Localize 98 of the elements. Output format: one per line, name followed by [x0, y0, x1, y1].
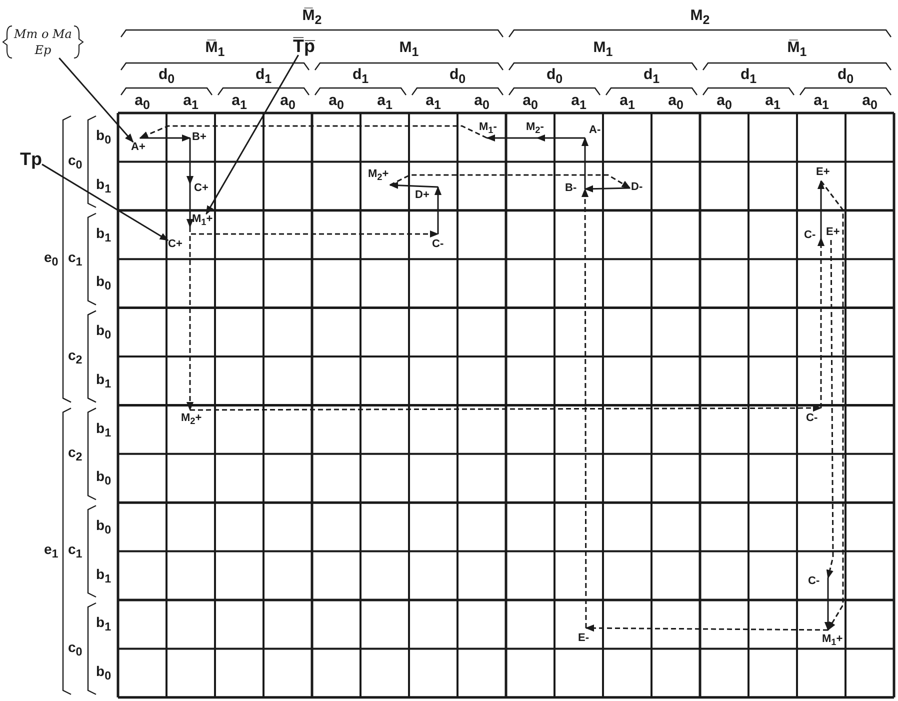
row-header: e$_{1}$: [44, 542, 58, 561]
transition-arrow: [189, 227, 439, 238]
row-header: e$_{0}$: [44, 250, 58, 268]
condition-text: Mm o Ma Ep: [14, 26, 72, 58]
row-header: b$_{1}$: [96, 176, 112, 196]
transition-arrow: [581, 137, 589, 189]
transition-arrow: [186, 138, 194, 185]
state-label: M$_{1}$+: [822, 634, 843, 648]
column-header: a$_{1}$: [426, 93, 441, 112]
transition-arrow: [581, 188, 589, 628]
transition-arrow: [389, 182, 438, 189]
state-label: D-: [631, 182, 643, 193]
transition-arrow: [190, 404, 822, 412]
state-label: B-: [565, 183, 577, 194]
timer-label: Tp: [20, 150, 42, 168]
column-header: a$_{0}$: [716, 93, 732, 112]
column-header: d$_{0}$: [158, 67, 175, 86]
transition-arrow: [824, 578, 832, 631]
column-header: a$_{0}$: [328, 93, 344, 112]
transition-arrow: [434, 186, 442, 234]
state-label: C-: [806, 413, 818, 424]
state-label: C+: [194, 183, 208, 194]
row-header: b$_{0}$: [96, 518, 112, 536]
transition-arrow: [139, 125, 488, 139]
transition-arrow: [817, 180, 825, 238]
state-label: A+: [131, 142, 146, 153]
transition-arrow: [186, 184, 194, 228]
state-label: M$_{2}$-: [526, 122, 544, 136]
transition-arrow: [486, 134, 537, 142]
column-header: a$_{1}$: [232, 93, 247, 112]
row-header: b$_{0}$: [96, 469, 112, 488]
column-header: d$_{1}$: [740, 67, 757, 86]
row-header: b$_{1}$: [96, 420, 112, 439]
state-label: M$_{1}$-: [479, 122, 497, 136]
column-header: M̅$_{1}$: [205, 40, 225, 58]
column-header: d$_{1}$: [352, 67, 369, 86]
transition-arrow: [826, 240, 834, 579]
column-header: a$_{0}$: [522, 93, 538, 112]
state-label: M$_{2}$+: [181, 413, 202, 426]
leader-arrow: [58, 58, 134, 143]
row-header: b$_{1}$: [96, 566, 112, 585]
state-label: C+: [168, 239, 182, 250]
transition-arrow: [390, 174, 631, 189]
transition-arrow: [817, 237, 825, 408]
transition-arrow: [536, 134, 585, 142]
transition-arrow: [140, 134, 191, 142]
column-header: M̅$_{2}$: [302, 8, 322, 26]
row-header: b$_{1}$: [96, 226, 112, 244]
row-header: c$_{0}$: [68, 152, 82, 171]
column-header: a$_{1}$: [814, 93, 829, 112]
transition-arrow: [186, 236, 194, 411]
state-label: E+: [816, 167, 830, 178]
column-header: d$_{1}$: [255, 67, 272, 86]
state-label: E-: [578, 633, 589, 644]
state-label: E+: [826, 227, 840, 238]
row-header: c$_{2}$: [68, 347, 82, 366]
state-label: M$_{1}$+: [192, 214, 213, 228]
column-header: M$_{2}$: [690, 8, 710, 26]
column-header: d$_{0}$: [837, 67, 854, 86]
row-header: b$_{0}$: [96, 274, 112, 293]
column-header: M$_{1}$: [399, 40, 419, 58]
row-header: c$_{2}$: [68, 444, 82, 464]
state-label: M$_{2}$+: [368, 169, 389, 182]
row-header: b$_{0}$: [96, 128, 112, 147]
state-label: C-: [804, 230, 816, 241]
column-header: d$_{0}$: [449, 67, 466, 86]
row-header: b$_{1}$: [96, 615, 112, 634]
column-header: a$_{1}$: [765, 93, 780, 112]
column-header: a$_{1}$: [620, 93, 635, 112]
column-header: a$_{1}$: [571, 93, 586, 112]
column-header: M̅$_{1}$: [787, 40, 807, 58]
leader-arrow: [42, 164, 169, 241]
row-header: b$_{0}$: [96, 322, 112, 342]
transition-arrow: [820, 180, 844, 631]
column-header: a$_{0}$: [134, 93, 150, 112]
state-label: A-: [589, 125, 601, 136]
column-header: a$_{0}$: [280, 93, 296, 112]
state-label: C-: [808, 576, 820, 587]
timer-label: T̅p̅: [293, 37, 315, 55]
column-header: a$_{0}$: [862, 93, 878, 112]
row-header: c$_{0}$: [68, 639, 82, 658]
row-header: b$_{0}$: [96, 664, 112, 682]
state-label: D+: [415, 190, 430, 201]
state-label: C-: [432, 239, 444, 250]
state-label: B+: [192, 132, 206, 143]
leader-arrow: [206, 54, 299, 215]
transition-arrow: [585, 624, 828, 632]
column-header: a$_{1}$: [183, 93, 198, 112]
row-header: c$_{1}$: [68, 542, 82, 561]
row-header: b$_{1}$: [96, 372, 112, 390]
column-header: d$_{0}$: [546, 67, 563, 86]
column-header: a$_{0}$: [474, 93, 490, 112]
transition-arrow: [584, 185, 630, 192]
column-header: M$_{1}$: [593, 40, 613, 58]
column-header: a$_{0}$: [668, 93, 684, 112]
column-header: a$_{1}$: [377, 93, 392, 112]
column-header: d$_{1}$: [643, 67, 660, 86]
row-header: c$_{1}$: [68, 250, 82, 268]
